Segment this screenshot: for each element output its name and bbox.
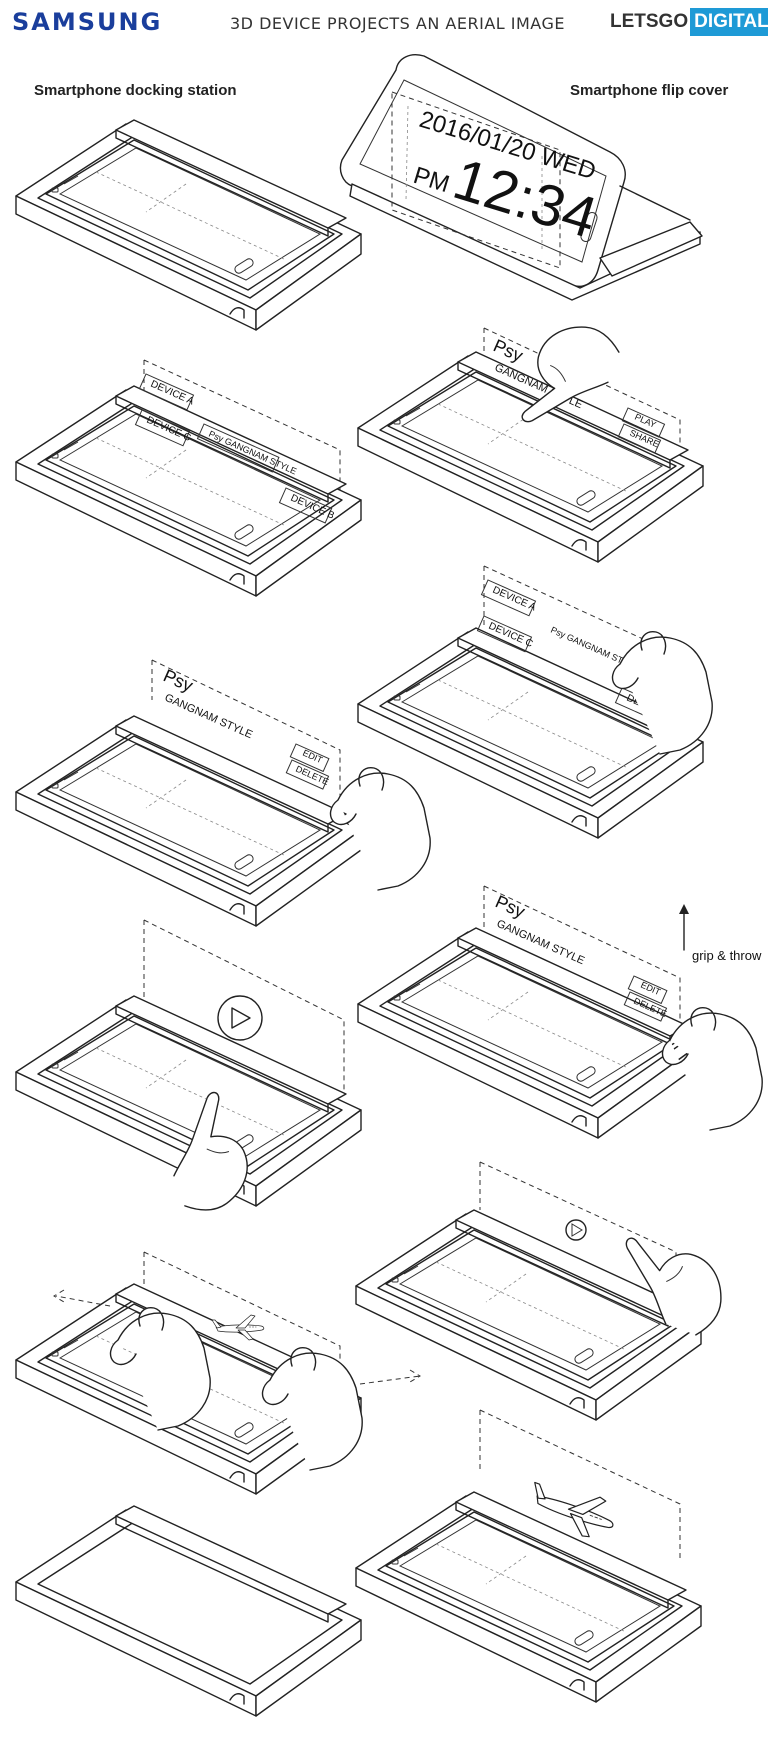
small-play-triangle-icon <box>571 1223 583 1237</box>
dock-figure-play-share: Psy GANGNAM STYLE PLAY SHARE <box>357 313 704 563</box>
artist-label-3: Psy <box>492 891 528 921</box>
dock-figure-1 <box>15 119 362 331</box>
dock-figure-empty <box>15 1505 362 1717</box>
play-circle <box>217 995 263 1041</box>
dock-figure-grip-throw: Psy GANGNAM STYLE EDIT DELETE grip & thr… <box>357 885 763 1139</box>
dock-figure-devices: DEVICE A DEVICE C Psy GANGNAM STYLE DEVI… <box>15 359 362 597</box>
letsgodigital-logo: LETSGO DIGITAL <box>610 8 768 36</box>
logo-part-2: DIGITAL <box>690 8 768 36</box>
play-triangle-icon <box>231 1007 251 1029</box>
song-label-2: GANGNAM STYLE <box>163 692 254 742</box>
samsung-logo: SAMSUNG <box>12 8 163 36</box>
dashed-arrow-right-icon <box>359 1369 421 1385</box>
header: SAMSUNG 3D DEVICE PROJECTS AN AERIAL IMA… <box>0 0 768 48</box>
artist-label-2: Psy <box>160 665 196 695</box>
dock-figure-stretch <box>15 1251 421 1495</box>
caption-docking-station: Smartphone docking station <box>34 82 237 99</box>
page-title: 3D DEVICE PROJECTS AN AERIAL IMAGE <box>230 14 565 33</box>
arrow-up-head <box>679 904 689 914</box>
dock-figure-hologram <box>355 1409 702 1703</box>
dock-figure-play-icon <box>15 919 362 1220</box>
dock-figure-touch-play <box>355 1161 735 1421</box>
logo-part-1: LETSGO <box>610 11 689 32</box>
dashed-arrow-left-icon <box>53 1289 111 1307</box>
caption-flip-cover: Smartphone flip cover <box>570 82 729 99</box>
gesture-label: grip & throw <box>692 948 762 963</box>
small-play-circle <box>565 1219 587 1241</box>
flip-cover-figure: 2016/01/20 WED PM 12:34 <box>339 54 703 301</box>
